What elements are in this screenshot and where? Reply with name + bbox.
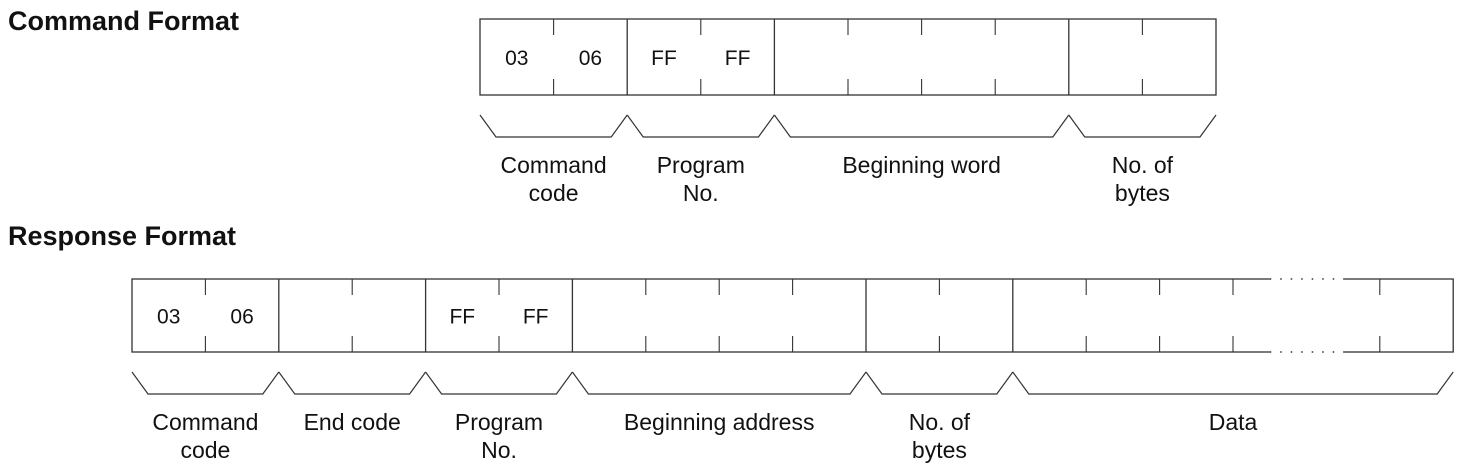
field-label: No. [683, 180, 719, 206]
command-format-heading: Command Format [8, 6, 240, 36]
field-label: Beginning address [624, 409, 815, 435]
response-format-heading: Response Format [8, 221, 237, 251]
field-label: No. of [1112, 152, 1174, 178]
field-brace [773, 114, 1070, 138]
byte-value: FF [725, 47, 751, 70]
byte-value: FF [449, 306, 475, 329]
field-brace [425, 371, 573, 395]
field-label: No. [481, 437, 517, 463]
field-label: Command [152, 409, 258, 435]
field-brace [1068, 114, 1217, 138]
field-brace [131, 371, 280, 395]
field-label: Command [501, 152, 607, 178]
field-label: bytes [912, 437, 967, 463]
field-label: No. of [909, 409, 971, 435]
field-label: Beginning word [842, 152, 1001, 178]
field-brace [479, 114, 628, 138]
field-label: code [529, 180, 579, 206]
field-label: code [180, 437, 230, 463]
elision-mask [1269, 277, 1344, 354]
byte-value: 06 [230, 306, 253, 329]
field-label: Program [455, 409, 543, 435]
byte-value: FF [651, 47, 677, 70]
byte-value: 06 [579, 47, 602, 70]
byte-value: 03 [157, 306, 180, 329]
byte-value: FF [523, 306, 549, 329]
field-brace [865, 371, 1014, 395]
field-brace [571, 371, 867, 395]
field-brace [1012, 371, 1454, 395]
field-label: Program [657, 152, 745, 178]
byte-value: 03 [505, 47, 528, 70]
field-label: End code [304, 409, 401, 435]
field-label: Data [1209, 409, 1258, 435]
field-brace [626, 114, 775, 138]
field-label: bytes [1115, 180, 1170, 206]
field-brace [278, 371, 427, 395]
